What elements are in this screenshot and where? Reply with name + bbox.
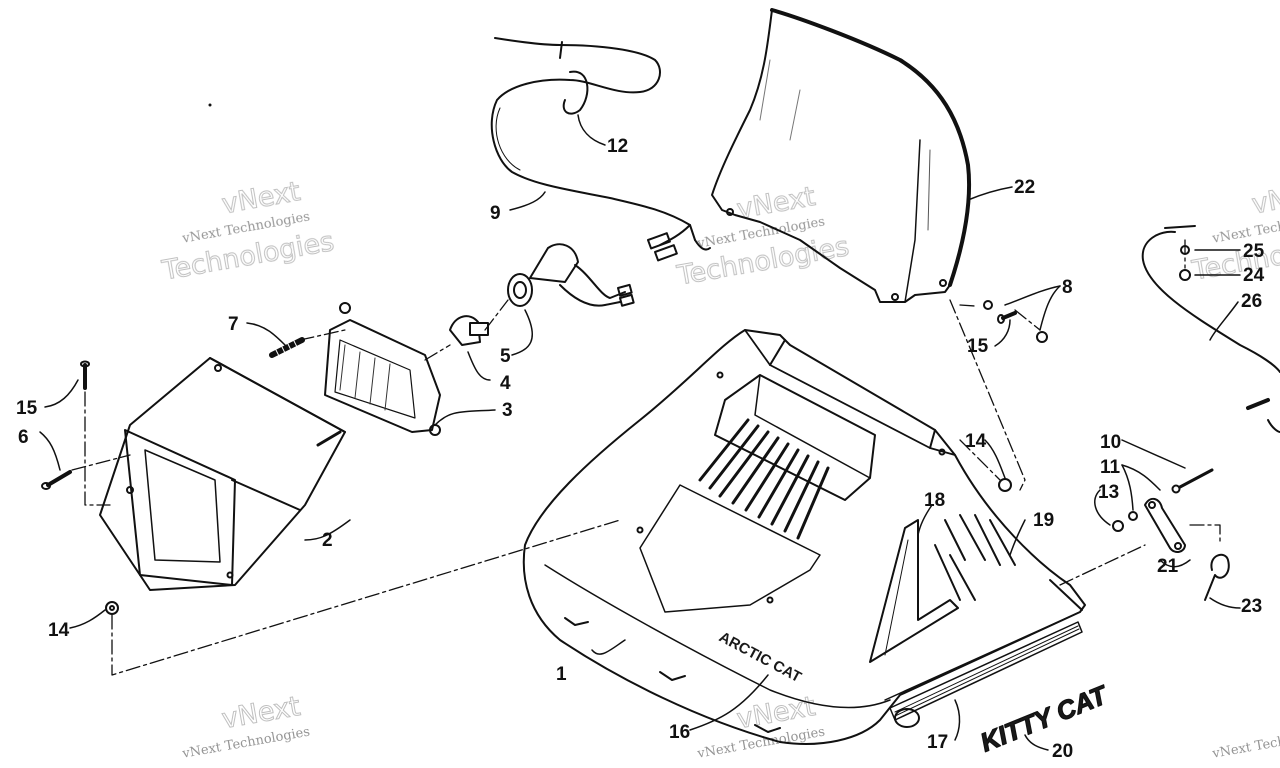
screw-part-6 [41,470,72,490]
part-label-14-left: 14 [48,620,70,641]
part-label-6: 6 [18,427,29,448]
decal-text: KITTY CAT [976,679,1113,758]
spring-clip-part-23 [1204,553,1230,601]
part-label-9: 9 [490,203,501,224]
part-label-20: 20 [1052,741,1073,762]
part-label-21: 21 [1157,556,1179,577]
hood-part-1 [522,329,1086,745]
nut-part-13 [1112,520,1124,532]
socket-part-5 [507,243,635,307]
part-label-18: 18 [924,490,945,511]
part-label-2: 2 [322,530,333,551]
bolt-part-15-right [997,311,1017,324]
stray-dot [208,103,212,107]
part-label-22: 22 [1014,177,1035,198]
part-label-13: 13 [1098,482,1119,503]
part-label-4: 4 [500,373,511,394]
part-label-10: 10 [1100,432,1121,453]
part-label-23: 23 [1241,596,1262,617]
part-label-26: 26 [1241,291,1262,312]
leader-lines [39,114,1241,751]
screw-part-10 [1178,468,1214,489]
watermark-text: vNext Technologies [1210,725,1280,762]
part-label-24: 24 [1243,265,1265,286]
wiring-harness-part-9 [490,37,711,262]
windshield-part-22 [711,8,972,303]
spring-part-7 [269,337,305,358]
watermark-3: vNext vNext Technologies Technologies [1189,175,1280,287]
cable-part-26 [1141,225,1280,433]
washer-part-8 [983,300,1048,343]
nut-part-14-right [998,478,1012,492]
part-labels: 1 2 3 4 5 6 7 8 9 10 11 12 13 14 14 15 1… [16,136,1265,762]
screw-part-15-left [80,360,90,390]
part-label-15-left: 15 [16,398,38,419]
nut-part-14-left [105,601,119,615]
part-label-12: 12 [607,136,628,157]
bulb-part-4 [449,315,489,346]
part-label-15-right: 15 [967,336,989,357]
clip-part-12 [562,70,589,115]
part-label-25: 25 [1243,241,1265,262]
watermark-1: vNext vNext Technologies Technologies [159,175,337,287]
part-label-11: 11 [1100,457,1121,478]
part-label-14-right: 14 [965,431,987,452]
watermark-4: vNext vNext Technologies [180,690,311,761]
part-label-5: 5 [500,346,511,367]
hood-logo: ARCTIC CAT [716,629,804,687]
washer-part-11 [1128,484,1181,521]
watermark-6: vNext Technologies [1210,725,1280,762]
part-label-1: 1 [556,664,567,685]
link-part-21 [1144,497,1186,553]
part-label-17: 17 [927,732,948,753]
part-label-19: 19 [1033,510,1054,531]
watermark-word: vNext [1250,176,1280,220]
part-label-8: 8 [1062,277,1073,298]
nut-part-24 [1179,269,1191,281]
part-label-7: 7 [228,314,239,335]
kitty-cat-decal-part-20: KITTY CAT [975,678,1113,758]
part-label-3: 3 [502,400,513,421]
assembly-lines [71,239,1221,676]
part-label-16: 16 [669,722,690,743]
headlight-lens-part-3 [324,302,441,436]
headlight-bezel-part-2 [99,357,346,591]
